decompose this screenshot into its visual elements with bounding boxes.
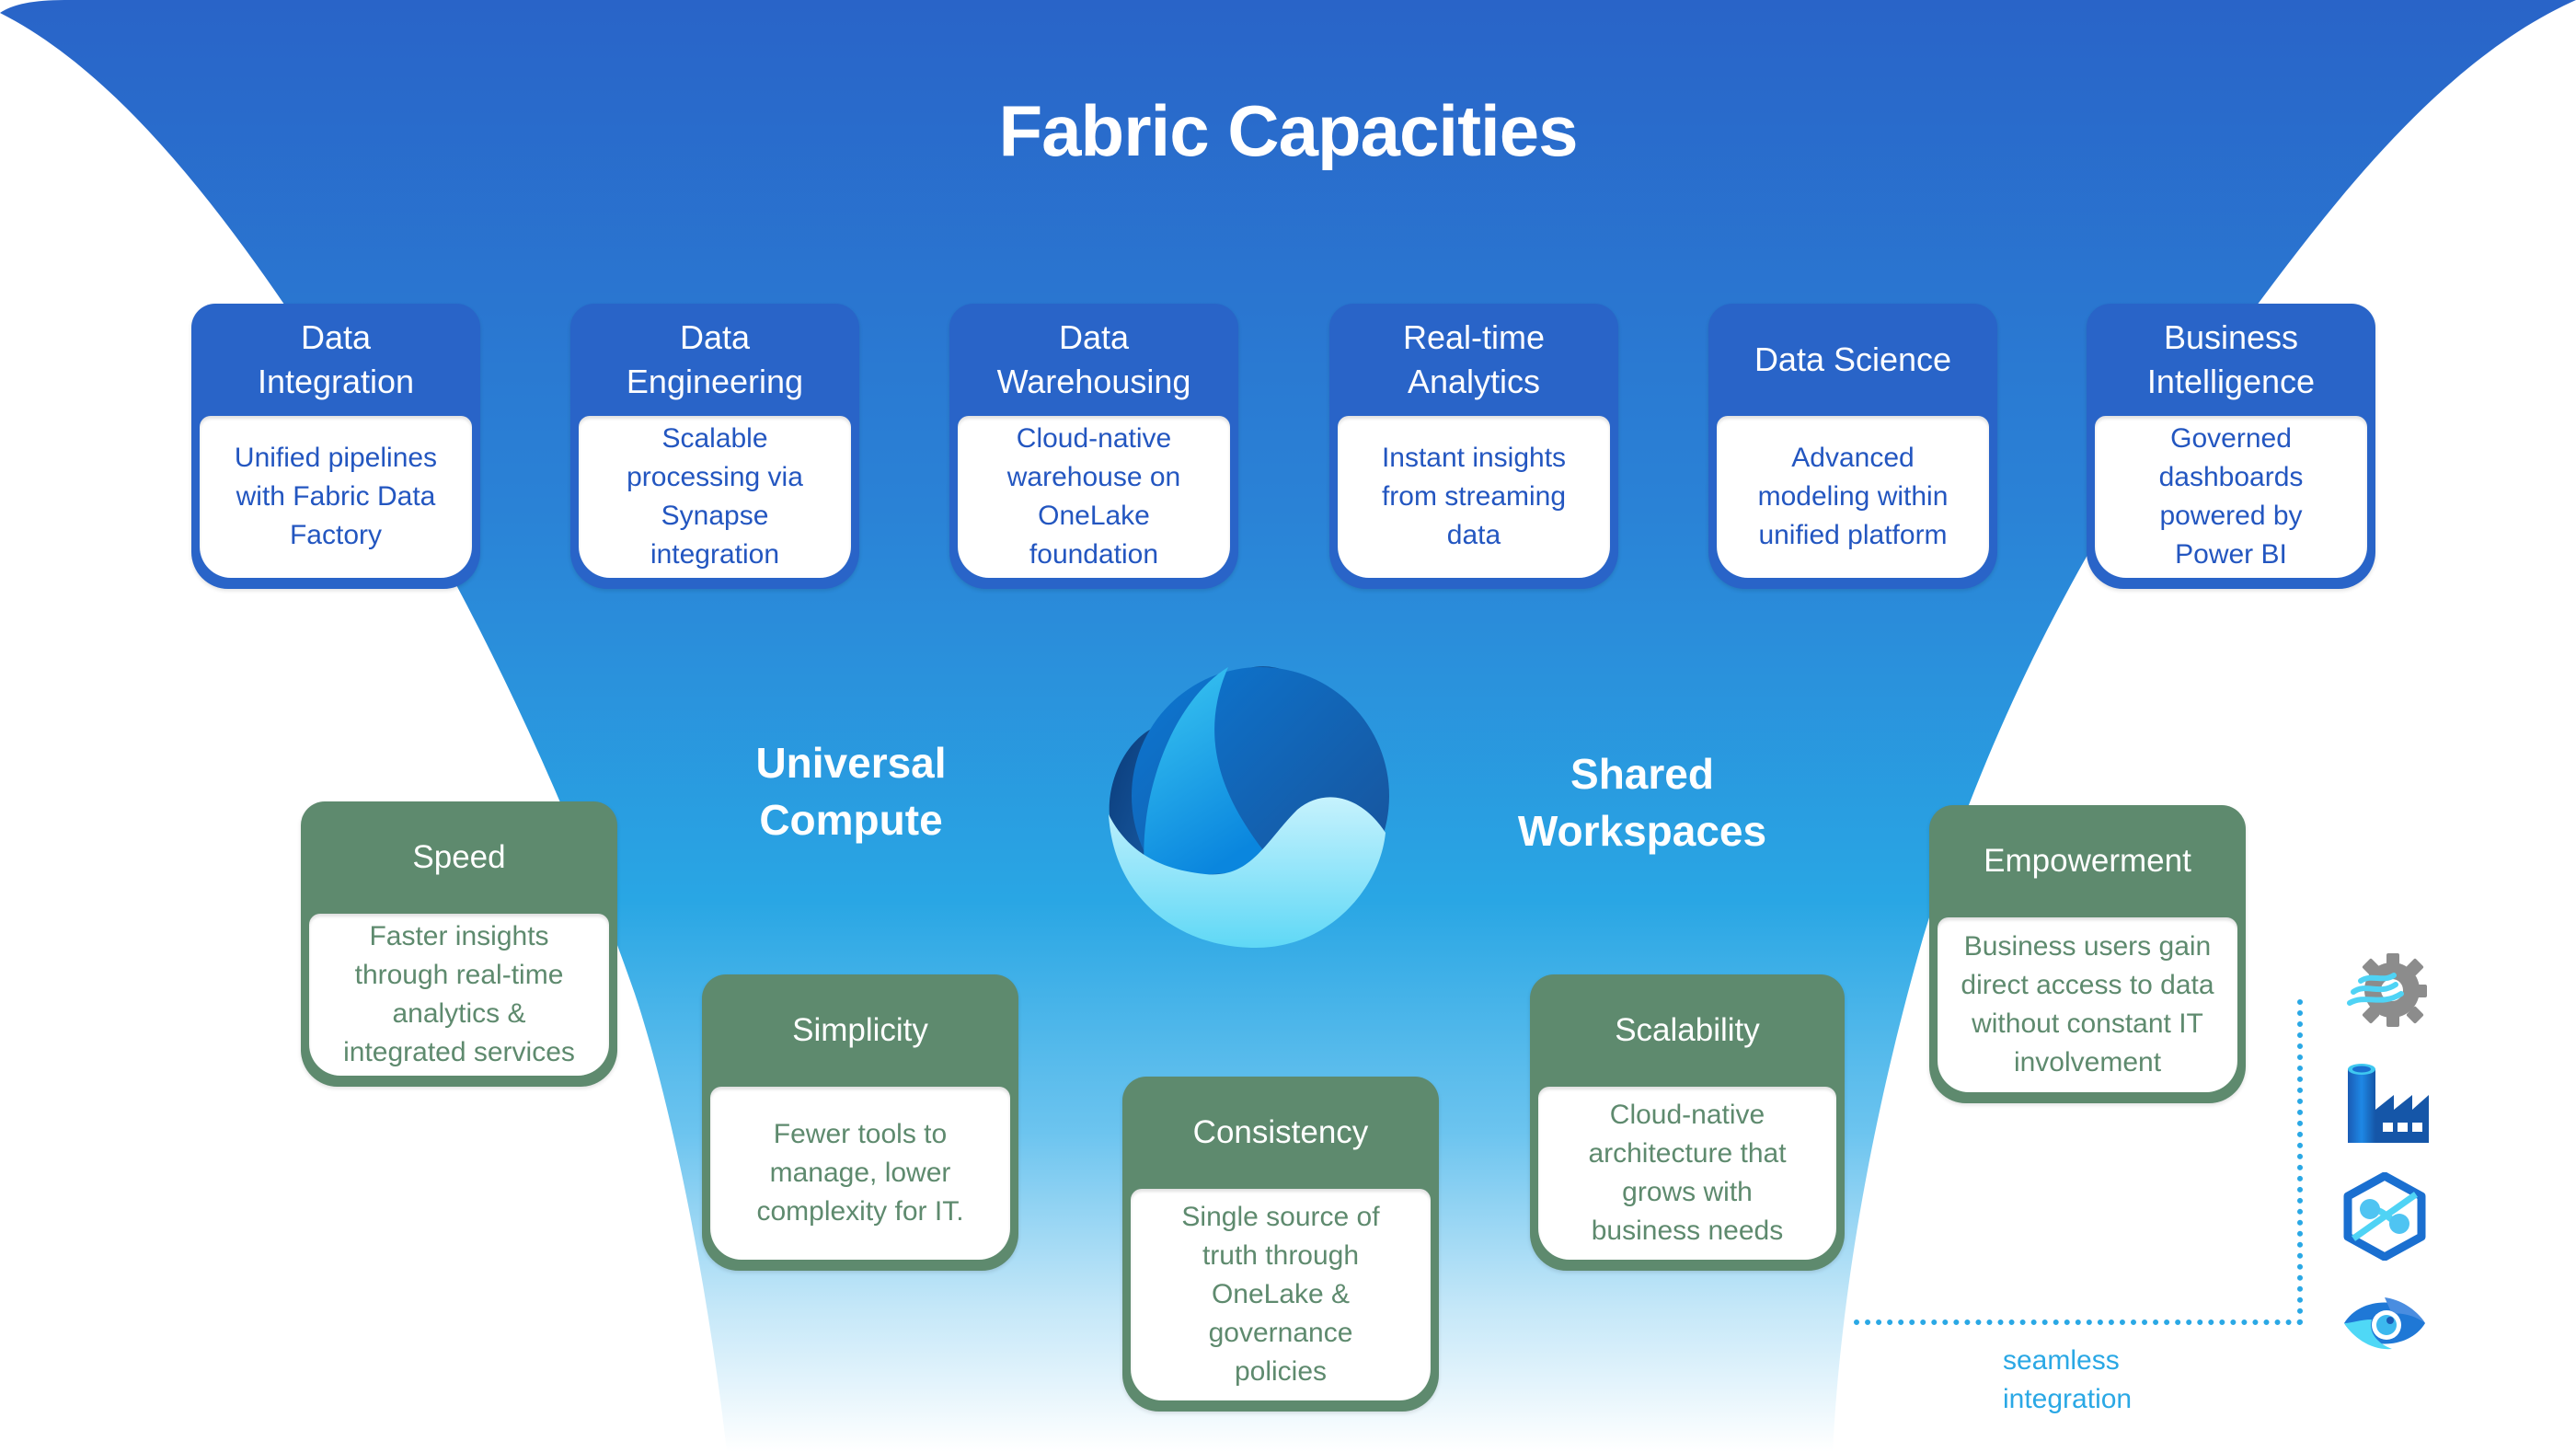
workload-description: Governed dashboards powered by Power BI bbox=[2095, 416, 2367, 578]
workload-title: Data Science bbox=[1754, 340, 1952, 378]
benefit-card-simplicity[interactable]: Simplicity Fewer tools to manage, lower … bbox=[702, 974, 1018, 1271]
benefit-title: Speed bbox=[412, 839, 506, 875]
benefit-title: Simplicity bbox=[792, 1012, 928, 1048]
microsoft-fabric-logo-icon bbox=[1109, 666, 1389, 948]
workload-description: Cloud-native warehouse on OneLake founda… bbox=[958, 416, 1230, 578]
data-factory-icon[interactable] bbox=[2344, 1058, 2432, 1147]
benefit-description: Faster insights through real-time analyt… bbox=[309, 914, 609, 1076]
benefit-card-consistency[interactable]: Consistency Single source of truth throu… bbox=[1122, 1077, 1439, 1412]
synapse-analytics-icon[interactable] bbox=[2340, 1172, 2429, 1261]
purview-eye-icon[interactable] bbox=[2340, 1279, 2429, 1367]
benefit-card-empowerment[interactable]: Empowerment Business users gain direct a… bbox=[1929, 805, 2246, 1103]
shared-workspaces-label: Shared Workspaces bbox=[1517, 750, 1767, 855]
universal-compute-label: Universal Compute bbox=[755, 739, 947, 844]
logo-wave bbox=[1109, 797, 1386, 948]
benefit-description: Business users gain direct access to dat… bbox=[1938, 917, 2237, 1092]
workload-title: Real-time Analytics bbox=[1402, 318, 1546, 400]
integration-connector-vertical bbox=[2297, 999, 2303, 1325]
workload-card-data-science[interactable]: Data Science Advanced modeling within un… bbox=[1708, 304, 1997, 589]
page-title: Fabric Capacities bbox=[998, 90, 1579, 171]
seamless-integration-label: seamless integration bbox=[2003, 1345, 2133, 1414]
workload-description: Instant insights from streaming data bbox=[1338, 416, 1610, 578]
benefit-description: Single source of truth through OneLake &… bbox=[1131, 1189, 1431, 1400]
workload-title: Data Integration bbox=[257, 318, 415, 400]
benefit-title: Scalability bbox=[1615, 1012, 1760, 1048]
benefit-title: Empowerment bbox=[1984, 843, 2191, 879]
workload-title: Data Engineering bbox=[626, 318, 804, 400]
workload-title: Business Intelligence bbox=[2146, 318, 2316, 400]
workload-description: Scalable processing via Synapse integrat… bbox=[579, 416, 851, 578]
workload-card-data-integration[interactable]: Data Integration Unified pipelines with … bbox=[191, 304, 480, 589]
workload-card-data-engineering[interactable]: Data Engineering Scalable processing via… bbox=[570, 304, 859, 589]
workload-description: Unified pipelines with Fabric Data Facto… bbox=[200, 416, 472, 578]
workload-card-business-intelligence[interactable]: Business Intelligence Governed dashboard… bbox=[2087, 304, 2375, 589]
workload-title: Data Warehousing bbox=[996, 318, 1191, 400]
integration-connector-horizontal bbox=[1854, 1319, 2303, 1325]
logo-ribbon bbox=[1144, 667, 1279, 879]
benefit-description: Cloud-native architecture that grows wit… bbox=[1538, 1087, 1836, 1260]
benefit-title: Consistency bbox=[1192, 1114, 1369, 1150]
benefit-card-speed[interactable]: Speed Faster insights through real-time … bbox=[301, 801, 617, 1087]
workload-card-real-time-analytics[interactable]: Real-time Analytics Instant insights fro… bbox=[1329, 304, 1618, 589]
stream-analytics-gear-icon[interactable] bbox=[2340, 948, 2429, 1036]
workload-description: Advanced modeling within unified platfor… bbox=[1717, 416, 1989, 578]
benefit-card-scalability[interactable]: Scalability Cloud-native architecture th… bbox=[1530, 974, 1845, 1271]
workload-card-data-warehousing[interactable]: Data Warehousing Cloud-native warehouse … bbox=[949, 304, 1238, 589]
benefit-description: Fewer tools to manage, lower complexity … bbox=[710, 1087, 1010, 1260]
